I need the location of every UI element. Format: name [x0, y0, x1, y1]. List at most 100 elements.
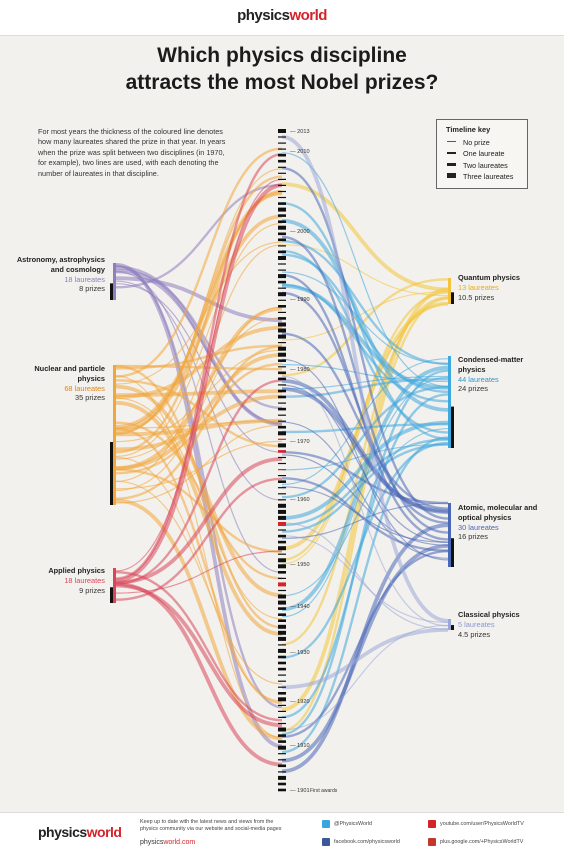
label-classical: Classical physics 5 laureates 4.5 prizes [458, 610, 550, 639]
timeline-tick [278, 764, 286, 768]
flow-line-atomic [281, 502, 449, 539]
key-swatch-two [447, 162, 456, 166]
youtube-icon [428, 820, 436, 828]
timeline-tick [278, 546, 286, 551]
timeline-tick [278, 202, 286, 205]
flow-line-nuclear [115, 222, 283, 457]
classical-prizes: 4.5 prizes [458, 629, 491, 639]
timeline-tick [278, 322, 286, 327]
timeline-year-label: — 1940 [290, 604, 310, 610]
timeline-tick [278, 450, 286, 453]
flow-line-condensed [281, 420, 449, 520]
timeline-tick [278, 371, 286, 375]
timeline-tick [278, 287, 286, 289]
bar-split-quantum [451, 292, 454, 304]
facebook-link[interactable]: facebook.com/physicsworld [322, 837, 400, 847]
timeline-key: Timeline key No prize One laureate Two l… [436, 119, 528, 189]
timeline-tick [278, 389, 286, 393]
key-label-two: Two laureates [463, 160, 508, 170]
timeline-tick [278, 740, 286, 743]
quantum-laureates: 13 laureates [458, 282, 499, 292]
timeline-tick [278, 613, 286, 616]
bar-quantum [448, 278, 451, 304]
timeline-tick [278, 352, 286, 357]
timeline-tick [278, 619, 286, 622]
page-title: Which physics discipline attracts the mo… [40, 42, 524, 96]
timeline-tick [278, 359, 286, 362]
google-plus-link[interactable]: plus.google.com/+PhysicsWorldTV [428, 837, 523, 847]
classical-name: Classical physics [458, 610, 520, 619]
flow-line-classical [281, 375, 449, 627]
timeline-year-label: — 1960 [290, 497, 310, 503]
key-three-laureates: Three laureates [446, 171, 527, 182]
flow-line-astro [115, 265, 283, 427]
footer-website-link[interactable]: physicsworld.com [140, 839, 195, 846]
label-astro: Astronomy, astrophysics and cosmology 18… [5, 255, 105, 294]
timeline-year-label: — 1920 [290, 699, 310, 705]
timeline-tick [278, 305, 286, 308]
nuclear-laureates: 68 laureates [64, 383, 105, 393]
bar-split-nuclear [110, 442, 113, 505]
flow-line-nuclear [115, 353, 283, 471]
nuclear-name: Nuclear and particle physics [34, 364, 105, 383]
timeline-tick [278, 342, 286, 344]
timeline-tick [278, 674, 286, 676]
timeline-tick [278, 395, 286, 399]
key-label-three: Three laureates [463, 171, 514, 181]
timeline-tick [278, 245, 286, 247]
bar-split-condensed [451, 406, 454, 448]
timeline-tick [278, 346, 286, 351]
timeline-year-label: — 1930 [290, 650, 310, 656]
timeline-tick [278, 366, 286, 368]
timeline-tick [278, 499, 286, 501]
physicsworld-logo[interactable]: physicsworld [0, 7, 564, 24]
bar-nuclear [113, 365, 116, 505]
timeline-tick [278, 214, 286, 217]
youtube-link[interactable]: youtube.com/user/PhysicsWorldTV [428, 819, 524, 829]
flow-line-condensed [281, 438, 449, 527]
key-swatch-three [447, 172, 456, 178]
timeline-tick [278, 334, 286, 339]
flow-line-classical [281, 135, 449, 623]
timeline-tick [278, 299, 286, 301]
timeline-year-label: — 1990 [290, 297, 310, 303]
label-applied: Applied physics 18 laureates 9 prizes [5, 566, 105, 595]
flow-line-astro [115, 276, 283, 323]
flow-line-nuclear [115, 498, 283, 741]
google-plus-text: plus.google.com/+PhysicsWorldTV [440, 839, 524, 845]
timeline-tick [278, 503, 286, 508]
key-swatch-no-prize [447, 141, 456, 142]
flow-line-condensed [281, 385, 449, 499]
label-atomic: Atomic, molecular and optical physics 30… [458, 503, 550, 542]
atomic-name: Atomic, molecular and optical physics [458, 503, 538, 522]
timeline-tick [278, 184, 286, 186]
timeline-tick [278, 600, 286, 605]
timeline-tick [278, 196, 286, 199]
timeline-tick [278, 274, 286, 279]
bar-astro [113, 263, 116, 300]
flow-line-quantum [281, 291, 449, 561]
timeline-year-label: — 2000 [290, 229, 310, 235]
flow-line-classical [281, 624, 449, 731]
footer-logo[interactable]: physicsworld [38, 824, 122, 840]
timeline-tick [278, 311, 286, 313]
timeline-tick [278, 431, 286, 436]
flow-line-nuclear [115, 420, 283, 429]
bar-condensed [448, 356, 451, 448]
flow-line-nuclear [115, 147, 283, 378]
flow-line-nuclear [115, 345, 283, 500]
timeline-tick [278, 225, 286, 230]
bar-applied [113, 568, 116, 603]
nuclear-prizes: 35 prizes [75, 393, 105, 403]
classical-laureates: 5 laureates [458, 619, 495, 629]
footer-logo-physics: physics [38, 824, 87, 840]
timeline-tick [278, 148, 286, 150]
flow-line-condensed [281, 428, 449, 597]
timeline-tick [278, 529, 286, 531]
timeline-tick [278, 328, 286, 333]
flow-line-quantum [281, 303, 449, 565]
timeline-tick [278, 716, 286, 718]
twitter-link[interactable]: @PhysicsWorld [322, 819, 372, 829]
flow-line-nuclear [115, 480, 283, 685]
astro-prizes: 8 prizes [79, 284, 105, 294]
